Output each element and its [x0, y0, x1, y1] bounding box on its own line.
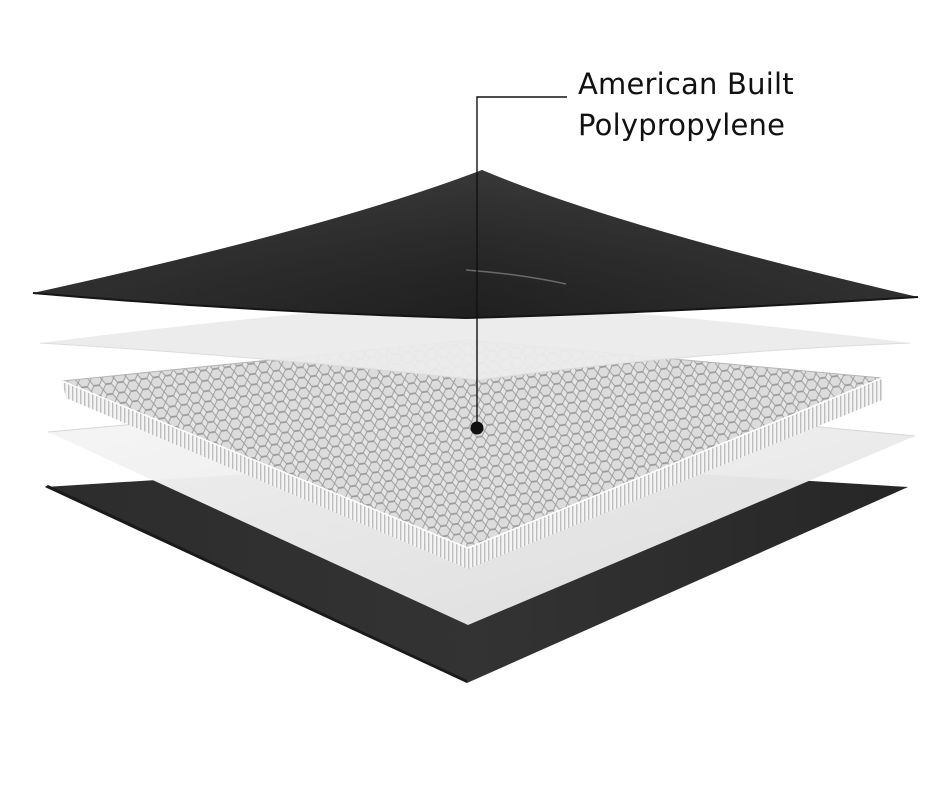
- callout-dot: [470, 421, 484, 435]
- callout-label-line2: Polypropylene: [578, 108, 786, 142]
- callout-label: American Built Polypropylene: [578, 64, 794, 146]
- upper-film-layer: [39, 301, 911, 381]
- top-skin-layer: [32, 170, 919, 320]
- callout-leader: [470, 96, 567, 435]
- honeycomb-core-layer: [61, 339, 883, 569]
- callout-label-line1: American Built: [578, 67, 794, 101]
